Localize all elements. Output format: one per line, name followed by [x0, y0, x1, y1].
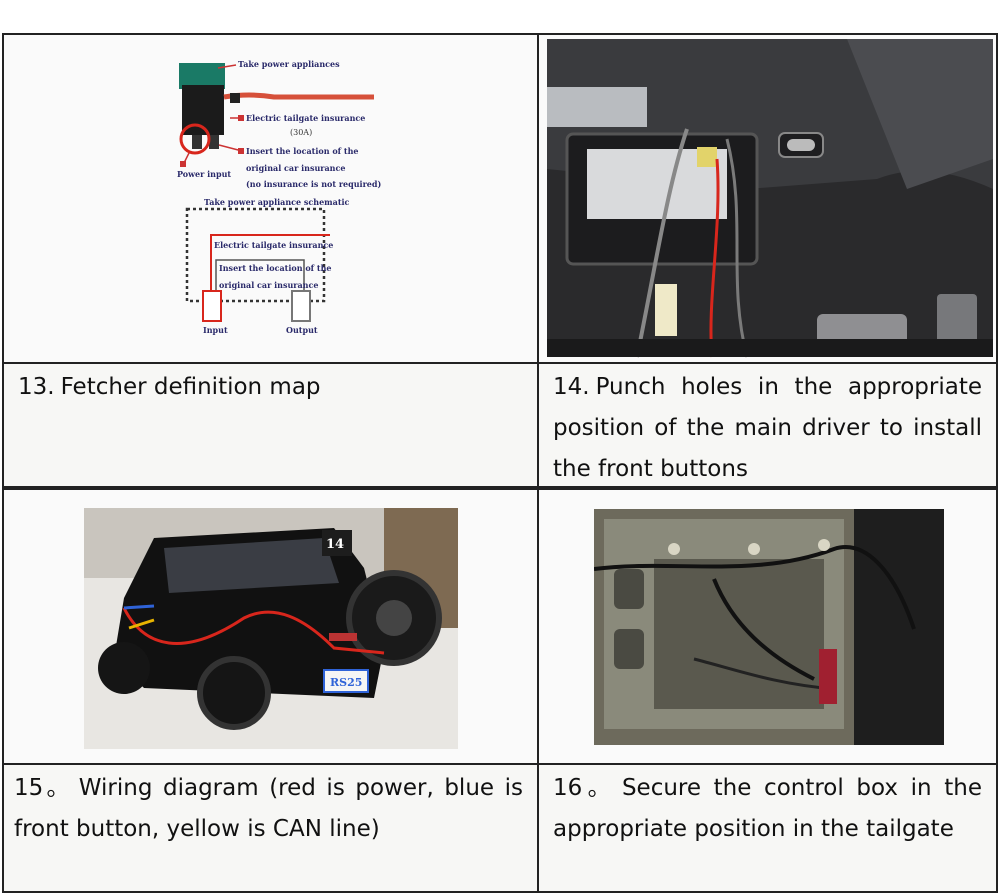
button-line [123, 604, 155, 610]
label-schem-insert2: original car insurance [219, 280, 318, 290]
driver-footwell-photo [547, 39, 993, 358]
label-tailgate-insurance: Electric tailgate insurance [246, 113, 365, 123]
label-no-insurance: (no insurance is not required) [246, 179, 381, 189]
label-amp: (30A) [290, 128, 312, 137]
label-output: Output [286, 325, 318, 335]
instruction-grid: Take power appliances Electric tailgate … [2, 33, 998, 893]
label-schematic-title: Take power appliance schematic [204, 197, 350, 207]
control-box [819, 649, 837, 704]
caption-text: Fetcher definition map [60, 374, 321, 400]
caption-text: Secure the control box in the appropriat… [553, 775, 982, 842]
power-line [122, 607, 385, 655]
license-plate [323, 669, 369, 693]
panel-14-image-cell [537, 33, 998, 364]
schematic-dashed-box [185, 207, 326, 303]
output-block [291, 290, 311, 322]
label-take-power: Take power appliances [238, 59, 340, 69]
panel-16-image-cell [537, 488, 998, 765]
tailgate-interior-photo [594, 509, 944, 745]
panel-15-caption: 15。Wiring diagram (red is power, blue is… [2, 763, 539, 893]
plate-text: RS25 [330, 676, 362, 689]
panel-14-caption: 14.Punch holes in the appropriate positi… [537, 362, 998, 488]
input-block [202, 290, 222, 322]
label-schem-insert1: Insert the location of the [219, 263, 332, 273]
vehicle-wiring-photo: RS25 14 [84, 508, 458, 749]
step-number: 13. [18, 374, 55, 400]
rear-window-sign: 14 [326, 537, 344, 552]
step-number: 14. [553, 374, 590, 400]
caption-text: Punch holes in the appropriate position … [553, 374, 982, 482]
label-power-input: Power input [177, 169, 231, 179]
label-schem-tailgate: Electric tailgate insurance [214, 240, 333, 250]
panel-13-image-cell: Take power appliances Electric tailgate … [2, 33, 539, 364]
can-line [128, 618, 155, 630]
power-input-marker [179, 123, 211, 155]
label-input: Input [203, 325, 228, 335]
panel-15-image-cell: RS25 14 [2, 488, 539, 765]
panel-13-caption: 13.Fetcher definition map [2, 362, 539, 488]
panel-16-caption: 16。Secure the control box in the appropr… [537, 763, 998, 893]
fuse-tap-definition-diagram: Take power appliances Electric tailgate … [177, 59, 381, 335]
fuse-tap-top [179, 63, 225, 89]
caption-text: Wiring diagram (red is power, blue is fr… [14, 775, 523, 842]
power-wire [223, 92, 374, 100]
label-insert-line2: original car insurance [246, 163, 345, 173]
step-number: 15。 [14, 775, 73, 801]
step-number: 16。 [553, 775, 616, 801]
label-insert-line1: Insert the location of the [246, 146, 359, 156]
